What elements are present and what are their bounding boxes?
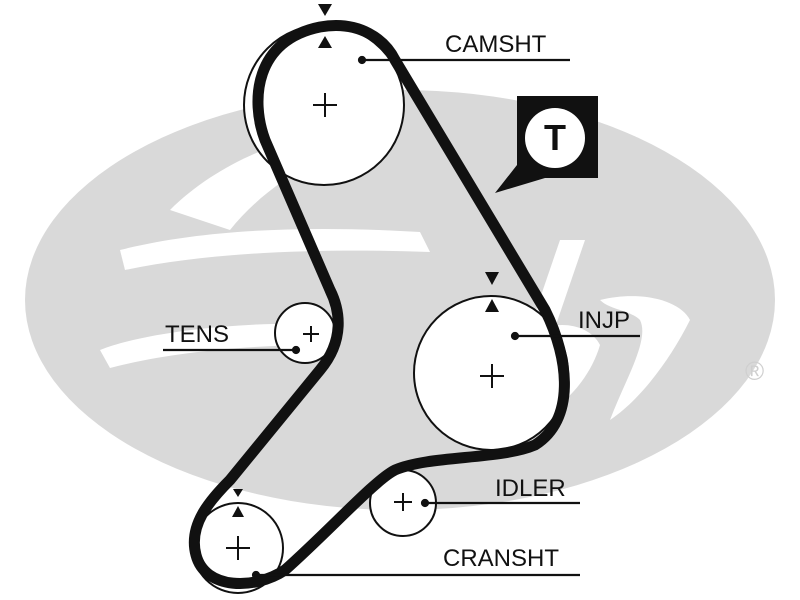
- leader-idler: [420, 498, 580, 508]
- timing-mark-injection-pump: [485, 272, 499, 312]
- leader-tensioner: [163, 345, 301, 355]
- timing-mark-camshaft: [318, 4, 332, 48]
- center-cross-camshaft: [313, 93, 337, 117]
- label-tensioner: TENS: [165, 321, 229, 348]
- center-cross-crankshaft: [226, 536, 250, 560]
- label-idler: IDLER: [495, 475, 566, 502]
- timing-mark-crankshaft: [232, 489, 244, 517]
- watermark-ellipse: [25, 90, 775, 510]
- leader-camshaft: [357, 55, 570, 65]
- center-cross-idler: [394, 493, 412, 511]
- label-injection-pump: INJP: [578, 307, 630, 334]
- badge-letter: T: [544, 117, 566, 158]
- leader-injection-pump: [510, 331, 640, 341]
- center-cross-injection-pump: [480, 364, 504, 388]
- brand-watermark: ®: [25, 90, 775, 510]
- label-camshaft: CAMSHT: [445, 31, 547, 58]
- leader-crankshaft: [251, 570, 580, 580]
- tensioner-callout-icon: T: [495, 96, 598, 193]
- registered-mark: ®: [745, 356, 764, 386]
- center-cross-tensioner: [303, 326, 319, 342]
- label-crankshaft: CRANSHT: [443, 545, 559, 572]
- timing-belt: [188, 20, 570, 589]
